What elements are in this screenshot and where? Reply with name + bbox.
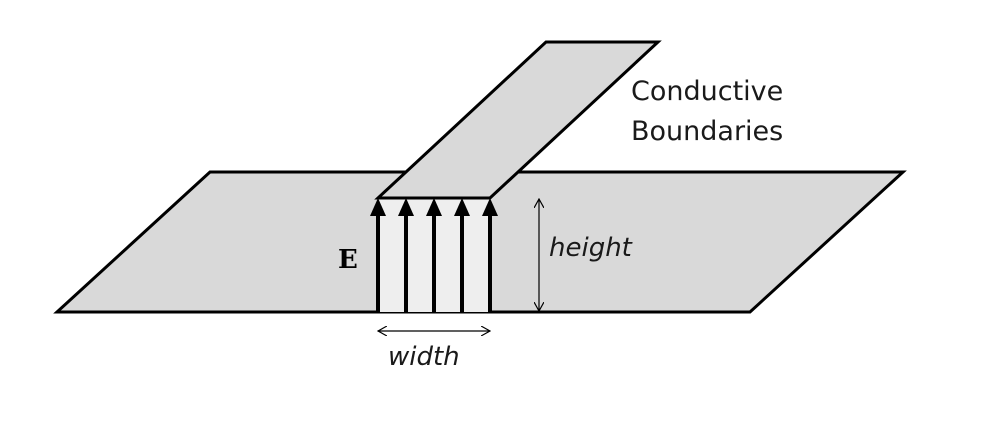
boundary-label-line2: Boundaries [631, 116, 783, 147]
width-label: width [388, 342, 460, 372]
field-arrow-head [398, 198, 414, 216]
height-label: height [549, 233, 633, 263]
field-arrow-head [426, 198, 442, 216]
field-arrow-head [482, 198, 498, 216]
electric-field-arrows [370, 198, 498, 312]
field-arrow-head [454, 198, 470, 216]
field-arrow-head [370, 198, 386, 216]
field-label-e: E [338, 245, 358, 275]
boundary-label-line1: Conductive [631, 76, 783, 107]
